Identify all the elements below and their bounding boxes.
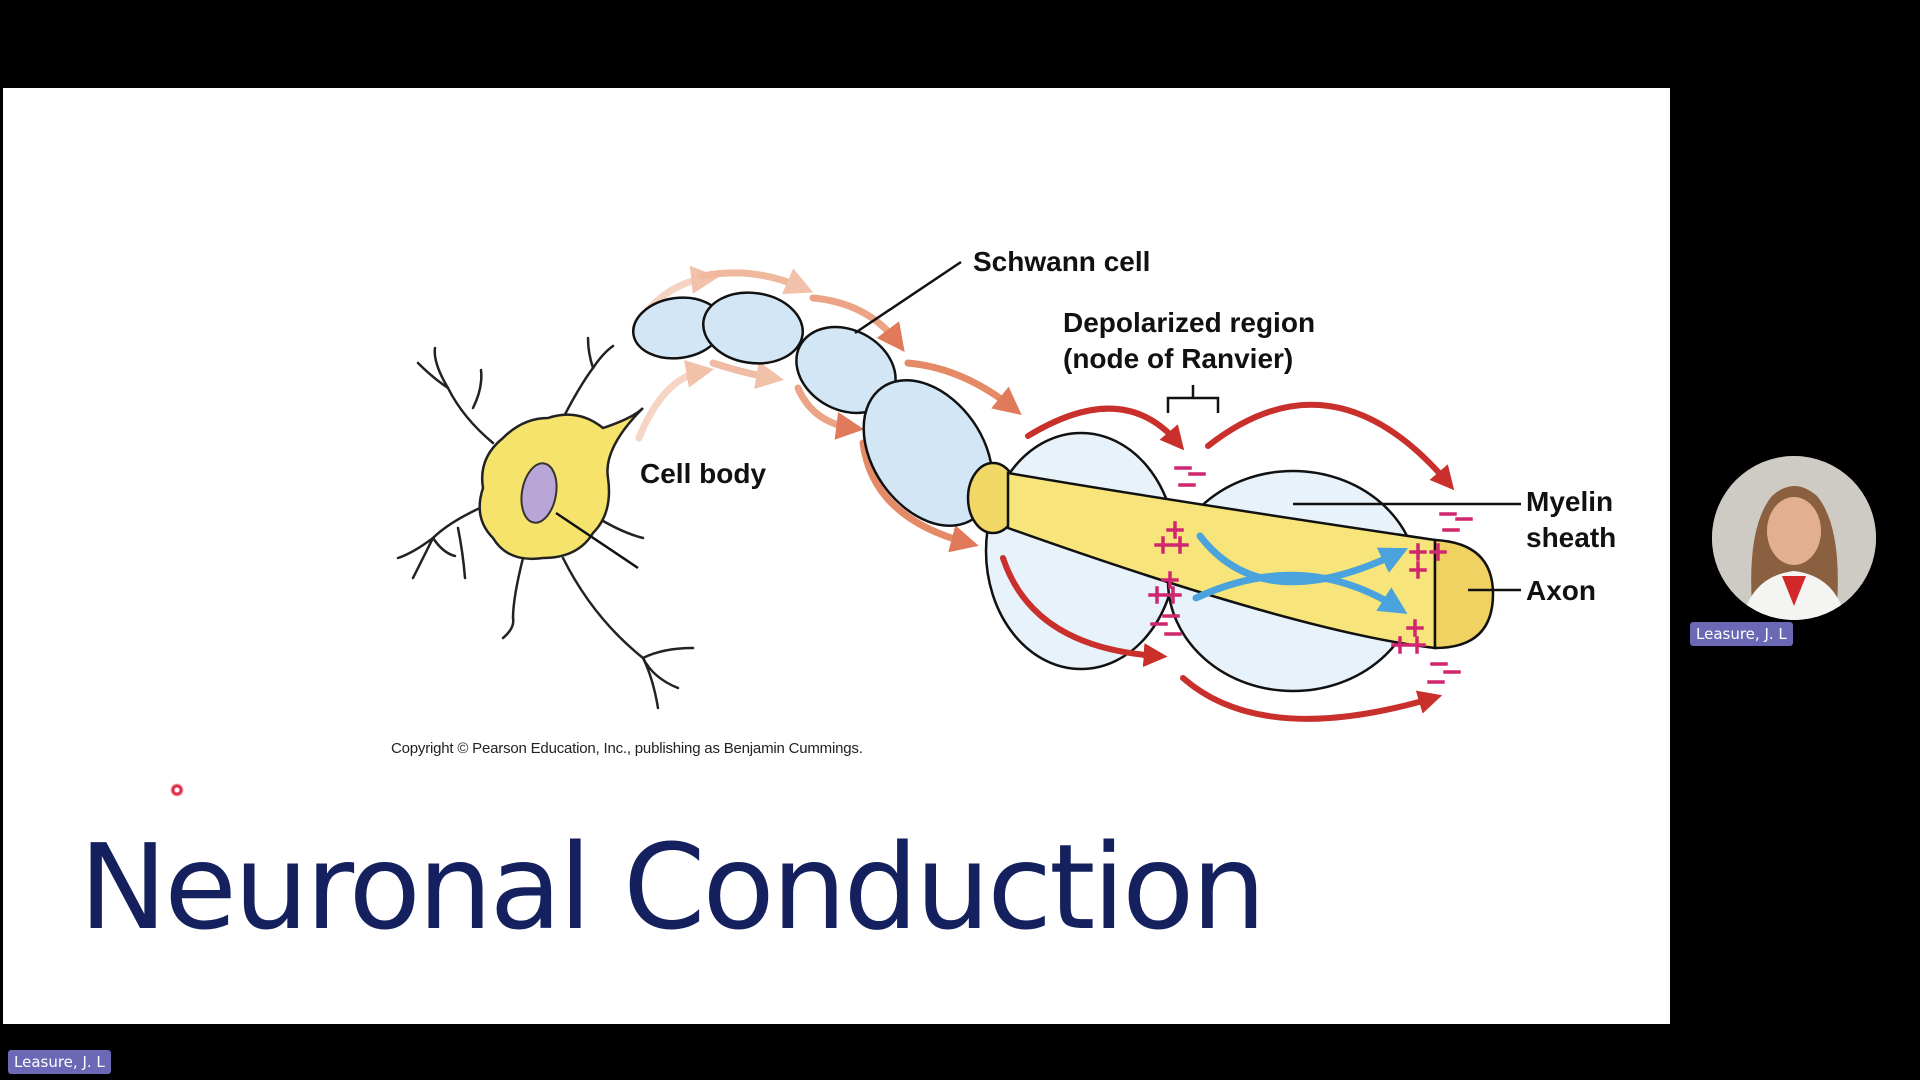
copyright-notice: Copyright © Pearson Education, Inc., pub…: [391, 740, 863, 757]
label-schwann-cell: Schwann cell: [973, 246, 1150, 277]
label-axon: Axon: [1526, 575, 1596, 606]
faded-current-arrows: [631, 265, 1022, 553]
nucleus: [520, 462, 558, 524]
local-current-arrows: [1000, 401, 1455, 722]
node-bracket: [1166, 385, 1220, 413]
presenter-name-tag: Leasure, J. L: [8, 1050, 111, 1074]
label-depolarized-region: Depolarized region: [1063, 307, 1315, 338]
neuron-conduction-diagram: Schwann cell Depolarized region (node of…: [396, 246, 1616, 722]
slide-title: Neuronal Conduction: [79, 818, 1266, 956]
presenter-portrait-icon: [1712, 456, 1876, 620]
label-sheath: sheath: [1526, 522, 1616, 553]
cell-body-shape: [478, 407, 644, 561]
laser-pointer-icon: [170, 783, 184, 797]
label-myelin: Myelin: [1526, 486, 1613, 517]
schwann-cell-leader: [854, 260, 962, 335]
ion-flow-arrows: [1192, 532, 1409, 614]
participant-video-avatar[interactable]: [1712, 456, 1876, 620]
video-name-tag: Leasure, J. L: [1690, 622, 1793, 646]
presentation-slide: Schwann cell Depolarized region (node of…: [3, 88, 1670, 1024]
label-node-of-ranvier: (node of Ranvier): [1063, 343, 1293, 374]
cell-body-leader: [555, 511, 639, 570]
schwann-segments: [631, 291, 994, 527]
label-cell-body: Cell body: [640, 458, 766, 489]
